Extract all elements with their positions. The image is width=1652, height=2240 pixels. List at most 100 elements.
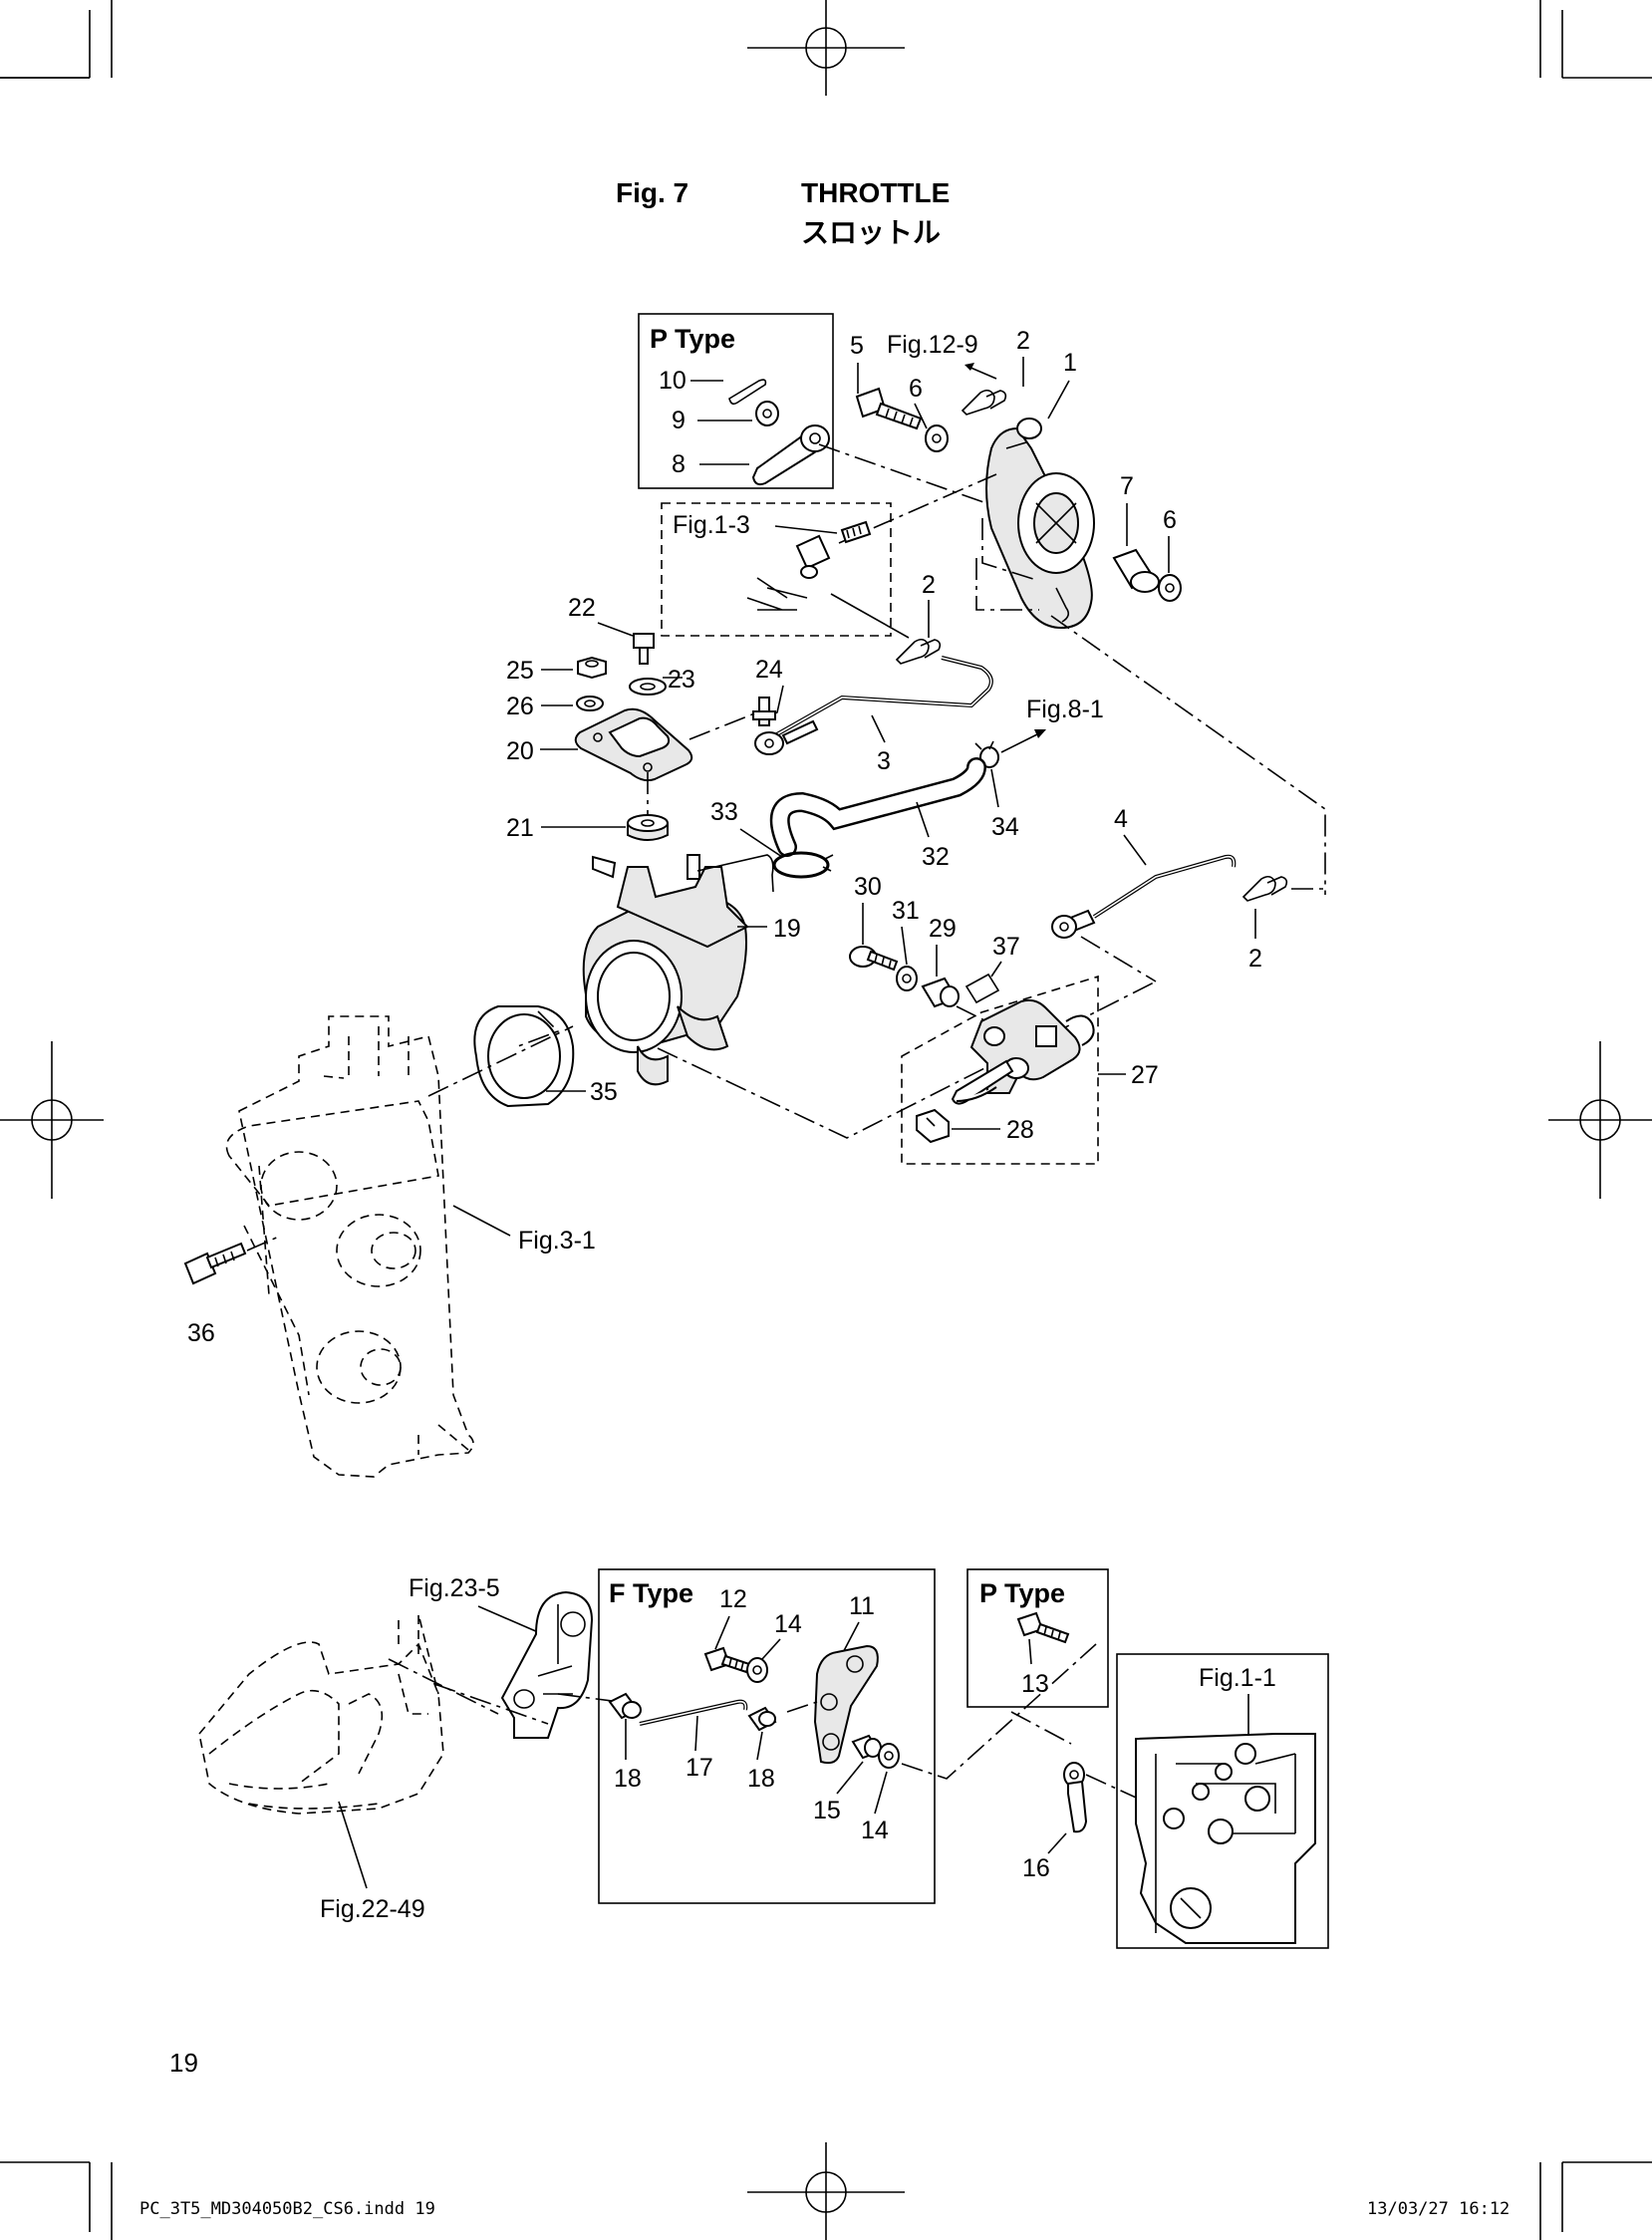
callout-2b: 2	[922, 571, 936, 599]
callout-7: 7	[1120, 472, 1134, 500]
callout-28: 28	[1006, 1116, 1034, 1144]
callout-14a: 14	[774, 1610, 802, 1638]
callout-11: 11	[849, 1592, 875, 1620]
part-12-bolt	[703, 1646, 751, 1674]
callout-30: 30	[854, 873, 882, 901]
part-30-screw	[849, 946, 899, 972]
callout-6a: 6	[909, 375, 923, 403]
callout-3: 3	[877, 747, 891, 775]
part-22-bolt	[633, 633, 655, 665]
registration-mark-bottom	[747, 2142, 905, 2240]
f-type-box	[598, 1568, 936, 1904]
part-2-clip-mid	[895, 638, 942, 665]
part-27-throttle-cam	[951, 998, 1095, 1105]
part-10-clip	[728, 379, 767, 406]
figure-title: THROTTLE	[801, 177, 951, 208]
ref-fig-1-1[interactable]: Fig.1-1	[1199, 1664, 1276, 1692]
callout-15: 15	[813, 1797, 841, 1824]
idle-screw-ghost	[746, 520, 872, 611]
bracket-fig-23-5	[500, 1590, 594, 1739]
callout-34: 34	[991, 813, 1019, 841]
callout-13: 13	[1021, 1670, 1049, 1698]
p-type-box-bottom	[966, 1568, 1109, 1708]
part-14-washer-b	[878, 1743, 900, 1769]
footer-timestamp: 13/03/27 16:12	[1367, 2199, 1511, 2219]
part-15-collar	[851, 1734, 882, 1760]
part-31-washer	[896, 966, 918, 991]
p-type-label-top: P Type	[650, 324, 735, 354]
part-1-throttle-lever	[985, 418, 1095, 630]
part-27-box	[901, 975, 1099, 1165]
callout-12: 12	[719, 1585, 747, 1613]
registration-mark-right	[1548, 1041, 1652, 1199]
figure-title-japanese: スロットル	[801, 217, 942, 248]
callout-18a: 18	[614, 1765, 642, 1793]
f-type-label: F Type	[609, 1578, 693, 1608]
figure-number: Fig. 7	[616, 177, 689, 208]
part-16-link	[1063, 1762, 1088, 1833]
p-type-box-top	[638, 313, 834, 489]
callout-9: 9	[672, 407, 686, 434]
callout-18b: 18	[747, 1765, 775, 1793]
part-11-throttle-lever	[813, 1644, 879, 1765]
registration-mark-left	[0, 1041, 104, 1199]
engine-cover-phantom	[198, 1613, 444, 1815]
callout-1: 1	[1063, 349, 1077, 377]
part-36-bolt	[183, 1242, 247, 1285]
part-2-clip-top	[961, 389, 1007, 416]
p-type-label-bottom: P Type	[979, 1578, 1065, 1608]
part-26-washer	[576, 696, 604, 711]
callout-27: 27	[1131, 1061, 1159, 1089]
callout-4: 4	[1114, 805, 1128, 833]
part-8-link-rod	[751, 424, 830, 486]
part-5-bolt	[855, 387, 923, 430]
callout-25: 25	[506, 657, 534, 685]
ref-fig-12-9[interactable]: Fig.12-9	[887, 331, 978, 359]
registration-mark-top	[747, 0, 905, 96]
ref-fig-23-5[interactable]: Fig.23-5	[409, 1574, 500, 1602]
ref-fig-8-1[interactable]: Fig.8-1	[1026, 696, 1104, 723]
callout-2a: 2	[1016, 327, 1030, 355]
page-number: 19	[169, 2048, 198, 2078]
part-28-cam-bracket	[916, 1108, 950, 1144]
part-29-collar	[921, 977, 960, 1008]
callout-6b: 6	[1163, 506, 1177, 534]
part-3-throttle-rod	[754, 656, 993, 755]
callout-17: 17	[686, 1754, 713, 1782]
callout-31: 31	[892, 897, 920, 925]
callout-8: 8	[672, 450, 686, 478]
callout-24: 24	[755, 656, 783, 684]
callout-29: 29	[929, 915, 957, 943]
part-21-grommet	[627, 814, 669, 841]
part-18-joint-a	[608, 1692, 642, 1720]
part-9-washer	[755, 401, 779, 426]
callout-19: 19	[773, 915, 801, 943]
part-14-washer-a	[746, 1657, 768, 1683]
part-19-throttle-body	[582, 854, 749, 1086]
ref-fig-22-49[interactable]: Fig.22-49	[320, 1895, 425, 1923]
callout-21: 21	[506, 814, 534, 842]
callout-33: 33	[710, 798, 738, 826]
part-6-washer-right	[1158, 574, 1182, 602]
part-35-gasket	[473, 1005, 575, 1108]
part-23-washer	[629, 678, 667, 696]
callout-36: 36	[187, 1319, 215, 1347]
callout-10: 10	[659, 367, 687, 395]
ref-fig-3-1[interactable]: Fig.3-1	[518, 1227, 596, 1255]
ref-fig-1-3[interactable]: Fig.1-3	[673, 511, 750, 539]
engine-side-detail	[1135, 1733, 1316, 1944]
callout-16: 16	[1022, 1854, 1050, 1882]
callout-22: 22	[568, 594, 596, 622]
part-25-nut	[577, 656, 607, 680]
part-32-hose	[769, 757, 986, 857]
part-13-bolt	[1016, 1611, 1070, 1644]
callout-26: 26	[506, 693, 534, 720]
part-24-stud	[752, 697, 776, 726]
footer-file-name: PC_3T5_MD304050B2_CS6.indd 19	[139, 2199, 435, 2219]
part-37-gasket	[964, 973, 1000, 1004]
part-18-joint-b	[747, 1706, 777, 1732]
part-20-bracket	[574, 707, 693, 782]
callout-5: 5	[850, 332, 864, 360]
